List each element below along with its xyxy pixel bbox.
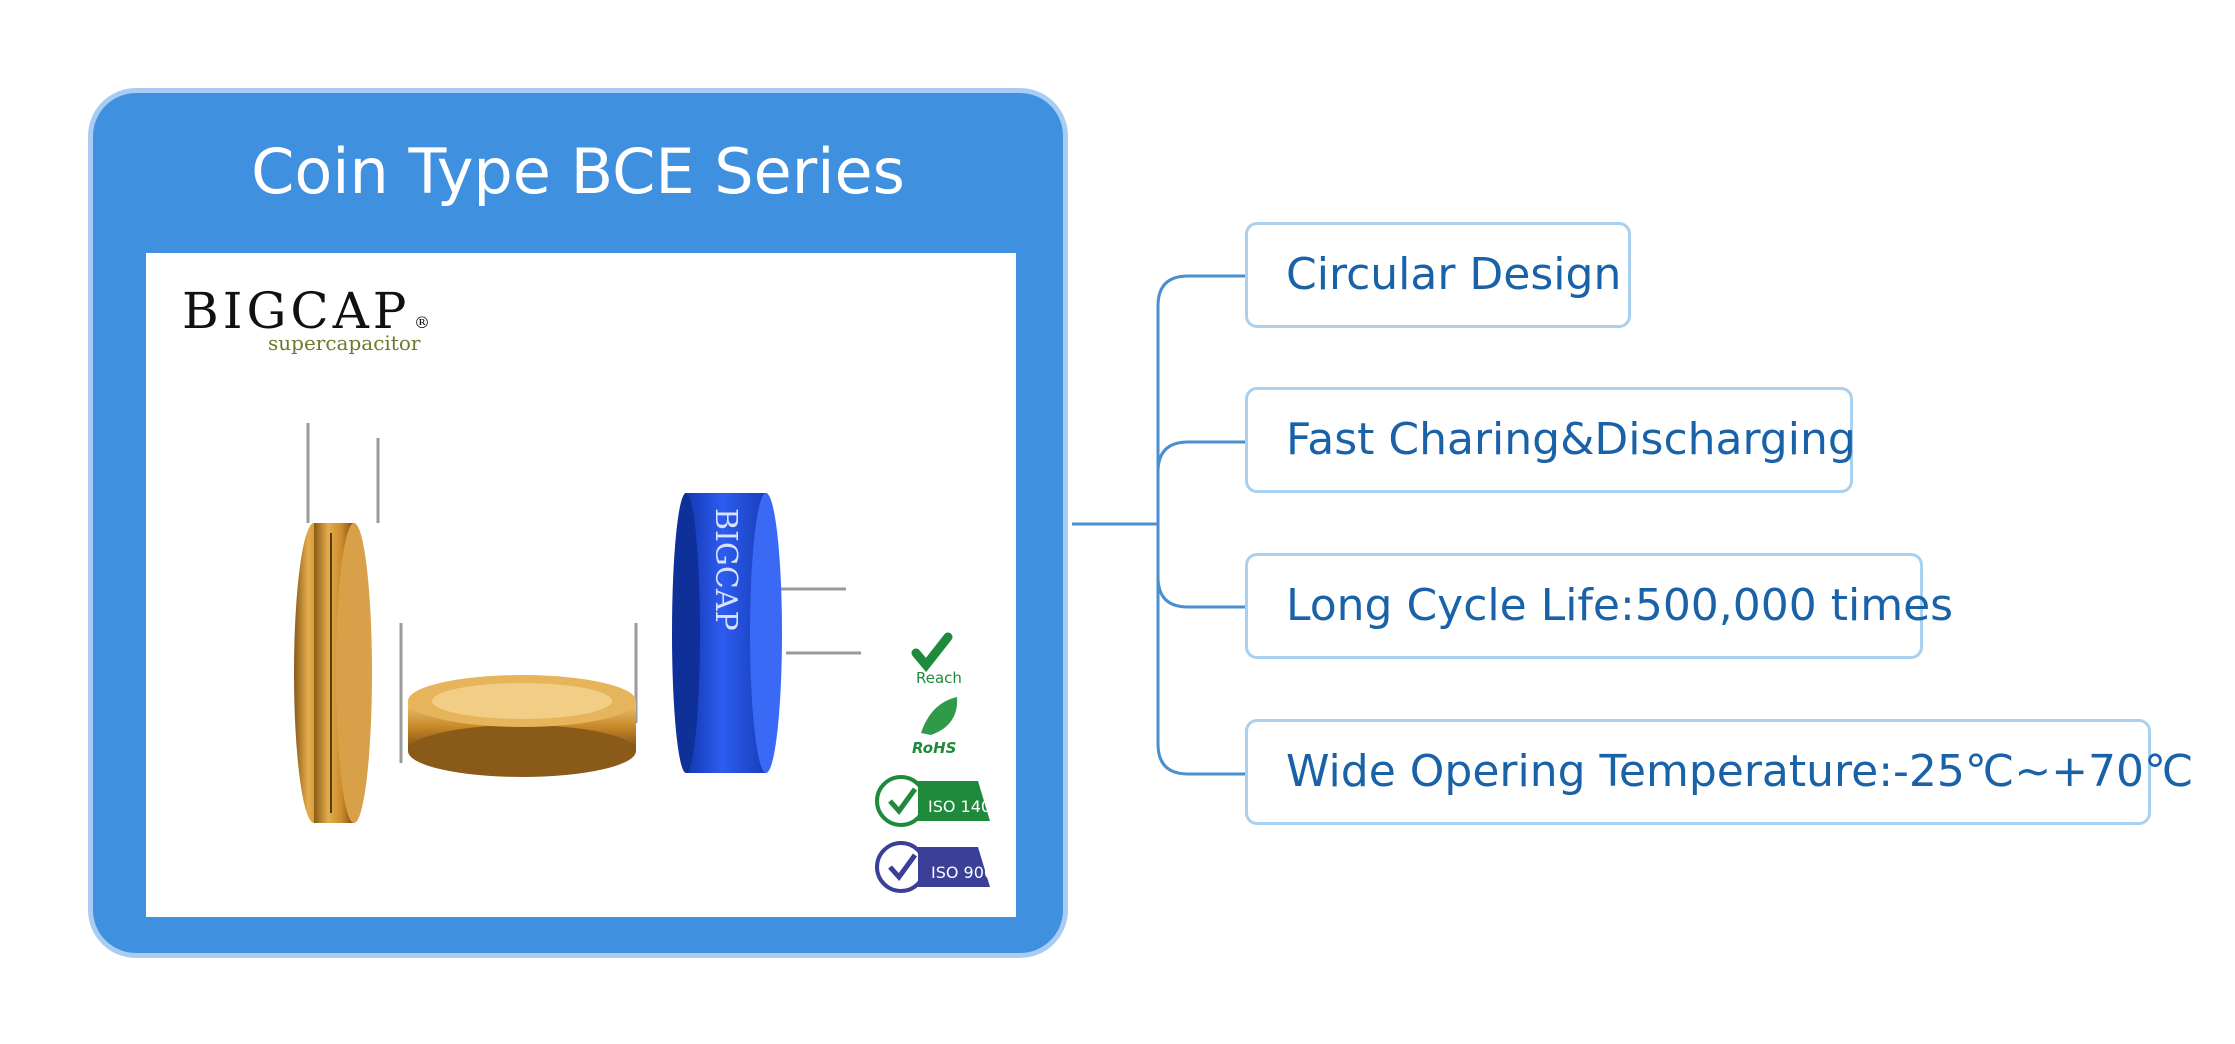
rohs-label: RoHS <box>912 739 956 757</box>
feature-fast-charging: Fast Charing&Discharging <box>1245 387 1856 493</box>
check-icon <box>911 632 953 673</box>
card-title: Coin Type BCE Series <box>251 135 905 208</box>
rohs-badge: RoHS <box>912 697 958 757</box>
feature-circular-design: Circular Design <box>1245 222 1631 328</box>
capacitor-amber-lying <box>399 623 638 777</box>
reach-label: Reach <box>916 669 962 687</box>
product-photo: BIGCAP ® supercapacitor <box>146 253 1016 917</box>
product-card: Coin Type BCE Series <box>88 88 1068 958</box>
product-illustration: BIGCAP ® supercapacitor <box>182 282 1011 893</box>
brand-logo: BIGCAP ® supercapacitor <box>182 282 430 355</box>
feature-temperature: Wide Opering Temperature:-25℃~+70℃ <box>1245 719 2193 825</box>
iso14001-label: ISO 14001 <box>928 797 1011 816</box>
capacitor-blue: BIGCAP <box>672 493 861 773</box>
iso9001-label: ISO 9001 <box>931 863 1004 882</box>
connector-branch-2 <box>1156 440 1245 473</box>
registered-mark: ® <box>414 313 430 332</box>
connector-branch-3 <box>1156 576 1245 609</box>
brand-name: BIGCAP <box>182 282 410 340</box>
leaf-icon <box>921 697 958 735</box>
connector-spine <box>1156 274 1245 776</box>
iso14001-badge: ISO 14001 <box>875 775 1011 827</box>
iso9001-badge: ISO 9001 <box>875 841 1004 893</box>
brand-tagline: supercapacitor <box>268 331 421 355</box>
capacitor-print: BIGCAP <box>708 508 743 631</box>
feature-cycle-life: Long Cycle Life:500,000 times <box>1245 553 1953 659</box>
capacitor-amber-standing <box>294 423 380 823</box>
reach-badge: Reach <box>911 632 962 687</box>
